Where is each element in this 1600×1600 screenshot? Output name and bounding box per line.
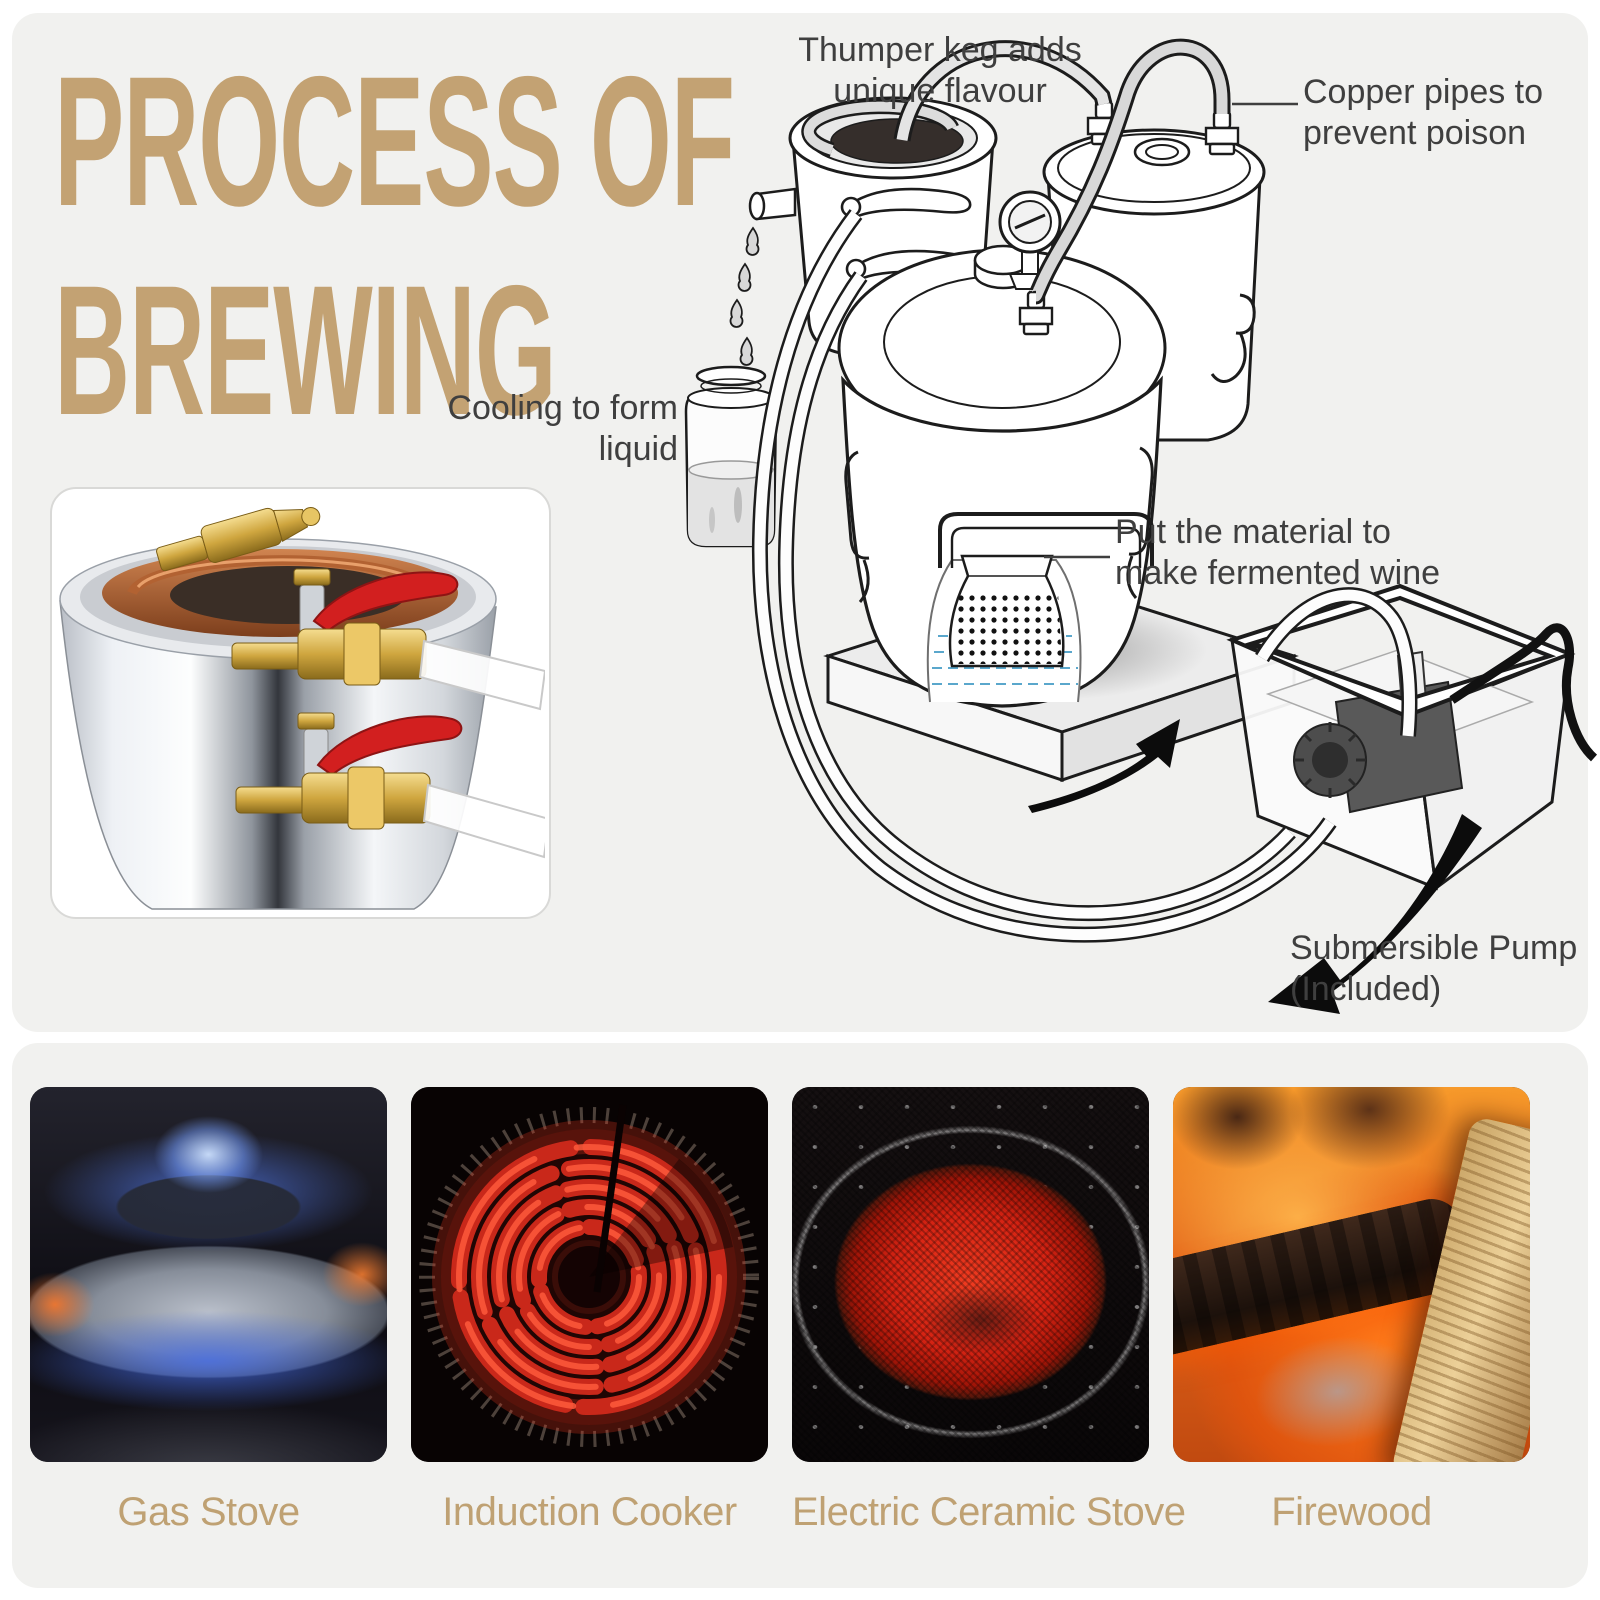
brass-fitting (156, 507, 321, 572)
label-gas-stove: Gas Stove (117, 1490, 300, 1534)
boiler-body (841, 375, 1163, 708)
power-cable (1449, 623, 1598, 762)
callout-cooling: Cooling to form liquid (447, 389, 678, 468)
callout-connectors (1044, 102, 1298, 559)
water-basin (1226, 583, 1598, 891)
callout-material: Put the material to make fermented wine (1115, 513, 1441, 592)
ball-valve (231, 568, 549, 859)
thumper-keg (748, 96, 998, 356)
still-diagram (684, 38, 1598, 1014)
page-title: PROCESS OF BREWING (54, 38, 735, 456)
title-line-1: PROCESS OF (54, 39, 735, 245)
flow-arrow-up (1028, 719, 1180, 813)
heat-source-cards (30, 1087, 1530, 1462)
label-electric-ceramic-stove: Electric Ceramic Stove (792, 1490, 1186, 1534)
cooling-pot-photo (50, 487, 551, 919)
pot-illustration (59, 507, 549, 910)
gas-flame-art (30, 1087, 387, 1462)
silicone-tubes (751, 209, 1418, 943)
label-induction-cooker: Induction Cooker (442, 1490, 737, 1534)
copper-pipes (893, 38, 1231, 305)
firewood-photo (1173, 1087, 1530, 1462)
heat-source-labels: Gas Stove Induction Cooker Electric Cera… (30, 1490, 1530, 1535)
electric-ceramic-stove-photo (792, 1087, 1149, 1462)
title-line-2: BREWING (54, 248, 557, 454)
callout-copper-pipes: Copper pipes to prevent poison (1303, 73, 1544, 152)
callout-submersible-pump: Submersible Pump (Included) (1290, 929, 1578, 1008)
label-firewood: Firewood (1271, 1490, 1432, 1534)
flow-arrows (1028, 719, 1482, 1014)
induction-cooker-photo (411, 1087, 768, 1462)
drips (729, 226, 760, 366)
induction-coil-art (411, 1087, 768, 1462)
callout-thumper-keg: Thumper keg adds unique flavour (798, 31, 1082, 110)
ceramic-glow-art (792, 1087, 1149, 1462)
flow-arrow-down (1268, 814, 1482, 1014)
gas-stove-photo (30, 1087, 387, 1462)
collection-jar (684, 226, 778, 548)
mash-bag (948, 554, 1065, 668)
